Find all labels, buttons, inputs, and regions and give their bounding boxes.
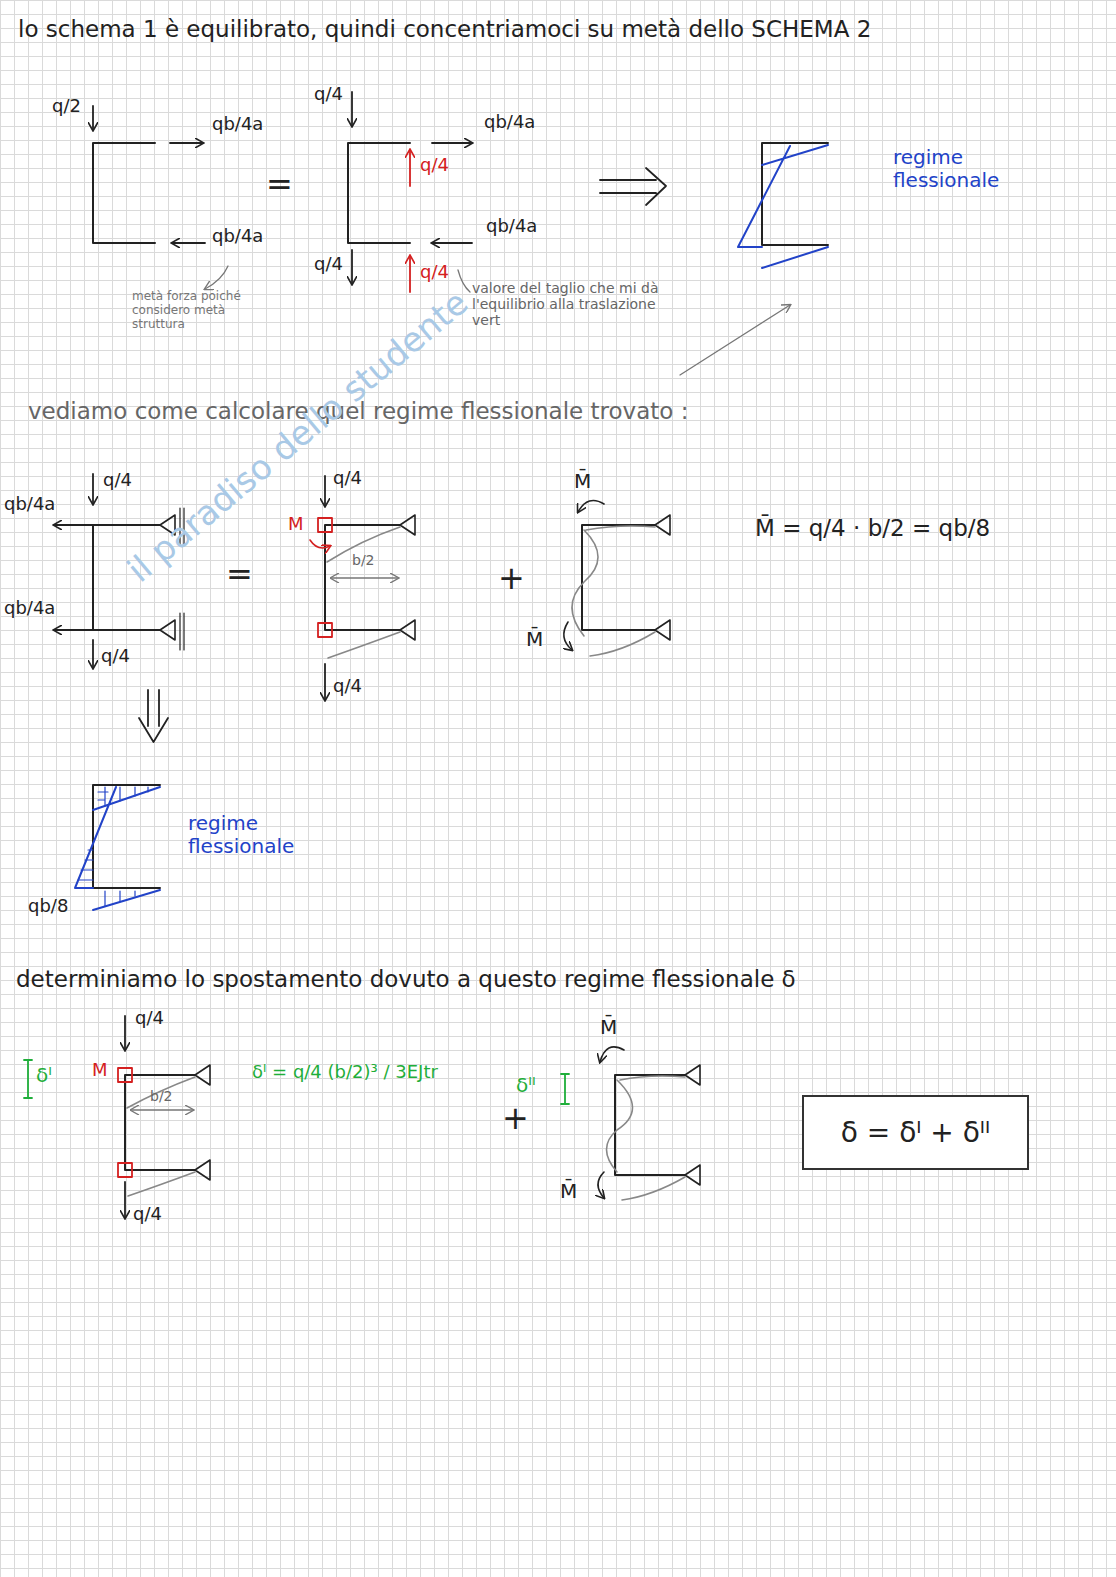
formula: δᴵ = q/4 (b/2)³ / 3EJtr	[252, 1062, 438, 1083]
load-label: q/4	[103, 470, 132, 491]
moment-label: M	[92, 1060, 108, 1081]
moment-label: M̄	[600, 1016, 617, 1039]
diagram-label: regime flessionale	[893, 146, 1033, 192]
formula: M̄ = q/4 · b/2 = qb/8	[755, 515, 990, 541]
value-label: qb/8	[28, 896, 68, 917]
equals-sign: =	[226, 556, 253, 593]
force-label: qb/4a	[484, 112, 535, 133]
diagram-label: regime flessionale	[188, 812, 318, 858]
dimension-label: b/2	[150, 1088, 173, 1104]
force-label: qb/4a	[4, 598, 55, 619]
shear-label: q/4	[420, 155, 449, 176]
note: valore del taglio che mi dà l'equilibrio…	[472, 280, 672, 328]
load-label: q/4	[333, 468, 362, 489]
load-label: q/4	[314, 84, 343, 105]
load-label: q/4	[135, 1008, 164, 1029]
moment-label: M̄	[526, 628, 543, 651]
displacement-label: δᴵᴵ	[516, 1074, 536, 1097]
formula-box: δ = δᴵ + δᴵᴵ	[802, 1095, 1029, 1170]
page-heading: lo schema 1 è equilibrato, quindi concen…	[18, 16, 871, 42]
moment-label: M	[288, 514, 304, 535]
shear-label: q/4	[420, 262, 449, 283]
force-label: qb/4a	[4, 494, 55, 515]
moment-label: M̄	[574, 470, 591, 493]
plus-sign: +	[498, 560, 525, 597]
note: metà forza poiché considero metà struttu…	[132, 290, 257, 331]
load-label: q/4	[333, 676, 362, 697]
force-label: qb/4a	[212, 226, 263, 247]
plus-sign: +	[502, 1100, 529, 1137]
equals-sign: =	[266, 166, 293, 203]
force-label: qb/4a	[486, 216, 537, 237]
load-label: q/4	[101, 646, 130, 667]
force-label: qb/4a	[212, 114, 263, 135]
moment-label: M̄	[560, 1180, 577, 1203]
formula-text: δ = δᴵ + δᴵᴵ	[841, 1116, 991, 1149]
load-label: q/4	[133, 1204, 162, 1225]
dimension-label: b/2	[352, 552, 375, 568]
displacement-label: δᴵ	[36, 1064, 52, 1087]
load-label: q/4	[314, 254, 343, 275]
load-label: q/2	[52, 96, 81, 117]
section-heading: determiniamo lo spostamento dovuto a que…	[16, 966, 796, 992]
